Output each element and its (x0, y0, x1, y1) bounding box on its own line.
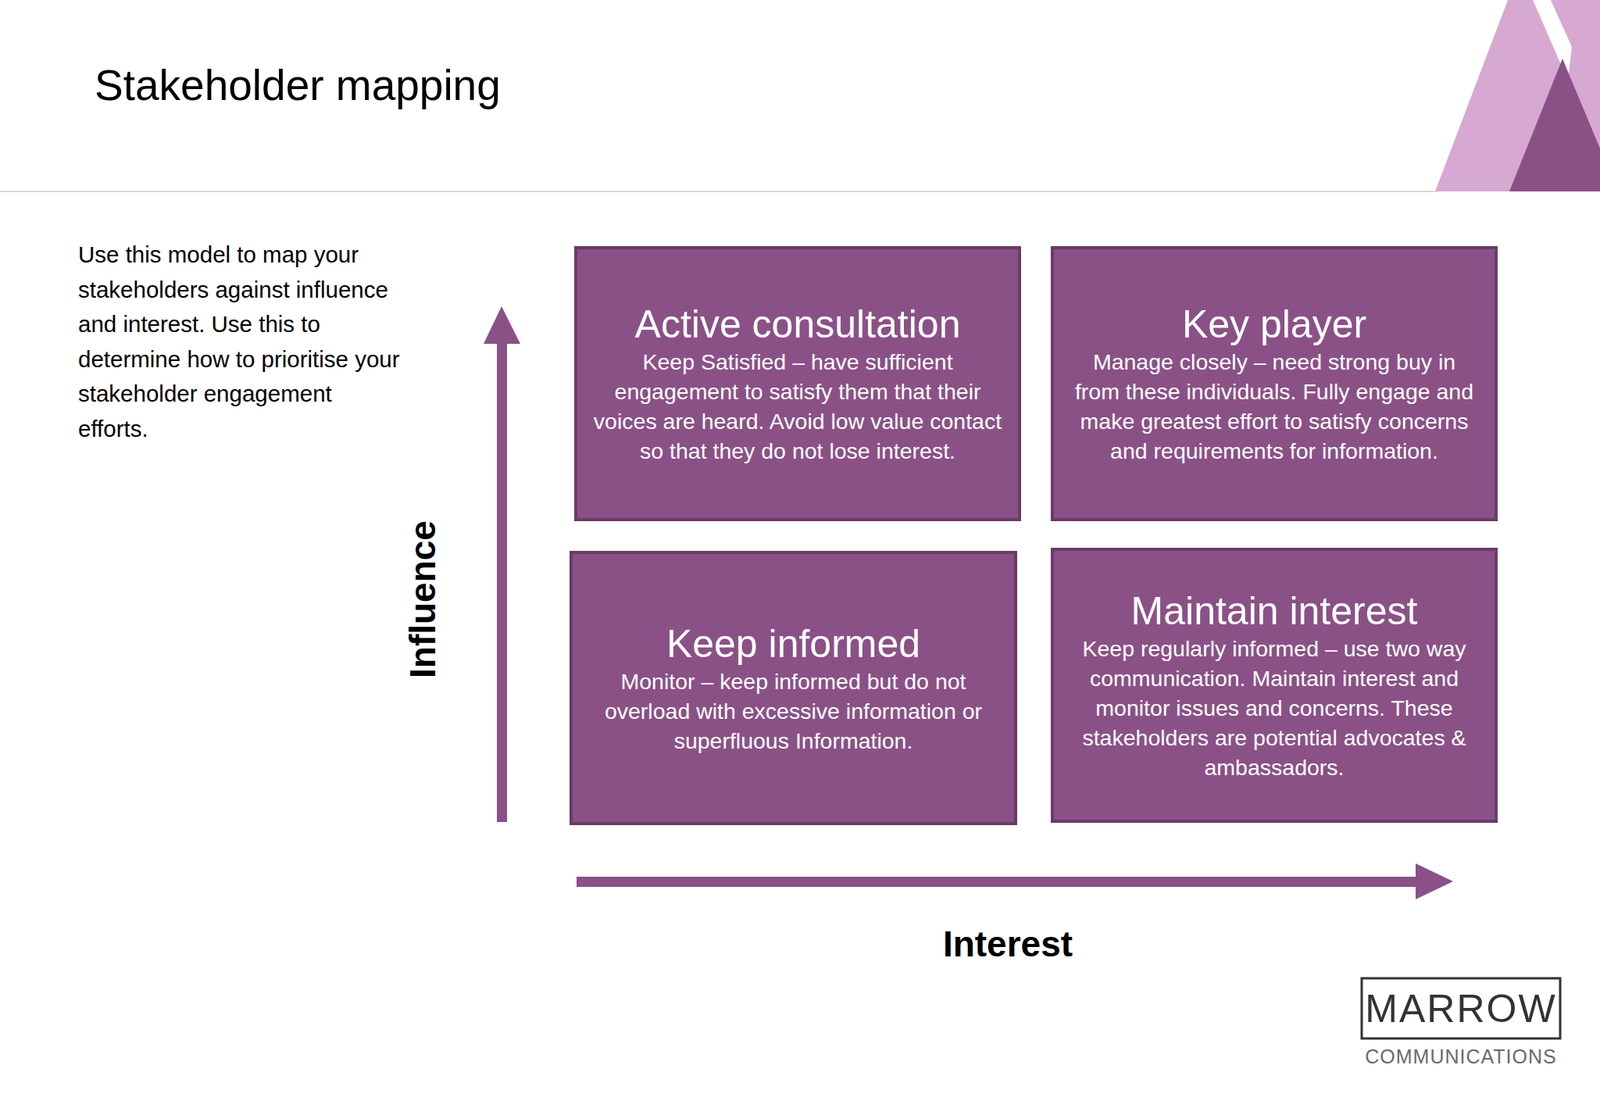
axis-label: Influence (404, 520, 441, 679)
influence-axis (496, 340, 508, 822)
interest-axis (576, 876, 1421, 887)
logo-frame (1361, 978, 1561, 1039)
slide-title: Stakeholder mapping (94, 64, 501, 108)
axis-arrowhead (483, 306, 521, 344)
quadrant-description: Monitor – keep informed but do not overl… (588, 666, 999, 756)
logo-wordmark: MARROW (1364, 989, 1557, 1029)
quadrant-heading: Key player (1182, 301, 1367, 347)
corner-triangle (1509, 58, 1600, 192)
quadrant-heading: Maintain interest (1131, 588, 1418, 634)
logo-subtitle: COMMUNICATIONS (1364, 1046, 1557, 1067)
axis-arrowhead (1415, 863, 1454, 900)
quadrant-description: Manage closely – need strong buy in from… (1069, 346, 1479, 466)
quadrant-description: Keep Satisfied – have sufficient engagem… (592, 346, 1003, 466)
quadrant-box: Active consultationKeep Satisfied – have… (574, 246, 1022, 522)
quadrant-heading: Active consultation (635, 301, 961, 347)
header-rule (0, 190, 1438, 193)
quadrant-heading: Keep informed (666, 621, 921, 667)
quadrant-box: Keep informedMonitor – keep informed but… (569, 550, 1018, 825)
quadrant-box: Key playerManage closely – need strong b… (1050, 246, 1498, 522)
quadrant-description: Keep regularly informed – use two way co… (1069, 633, 1479, 783)
instruction-text: Use this model to map your stakeholders … (78, 237, 407, 447)
axis-label: Interest (942, 925, 1073, 962)
quadrant-box: Maintain interestKeep regularly informed… (1050, 547, 1498, 823)
